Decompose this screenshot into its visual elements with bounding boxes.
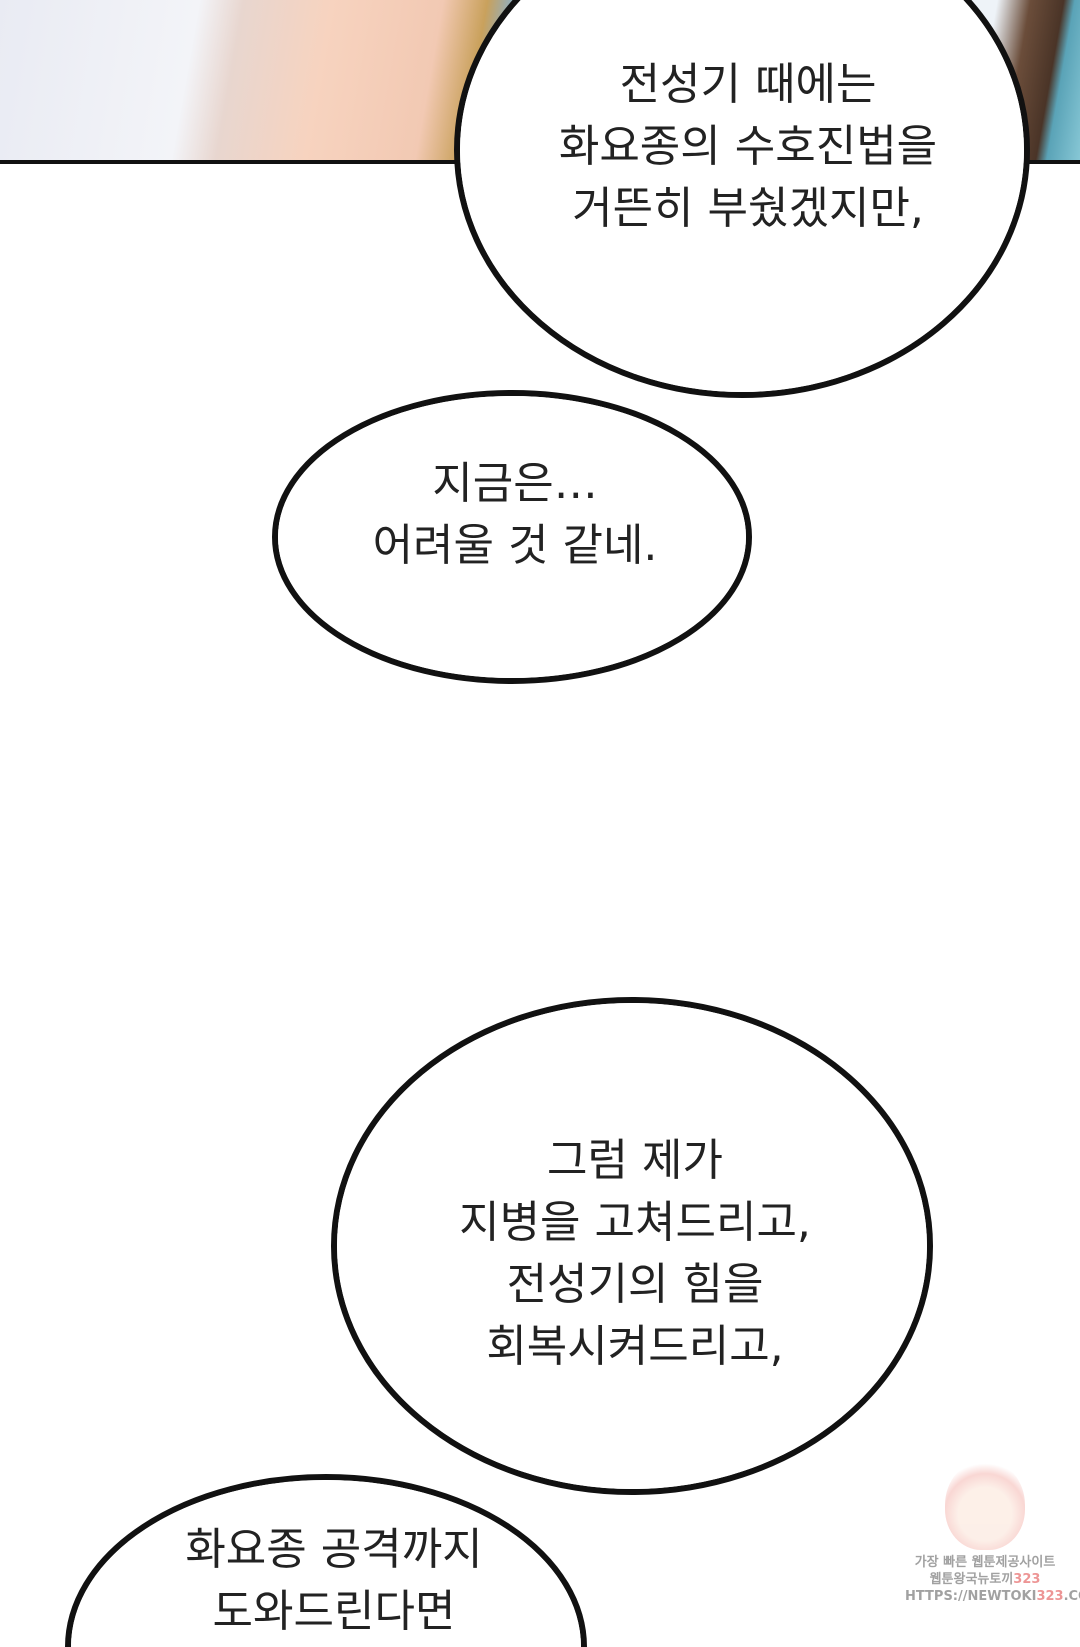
speech-bubble-3: 그럼 제가 지병을 고쳐드리고, 전성기의 힘을 회복시켜드리고, bbox=[459, 1130, 811, 1378]
bubble-text-line: 전성기의 힘을 bbox=[506, 1259, 764, 1310]
watermark-tagline: 가장 빠른 웹툰제공사이트 bbox=[914, 1555, 1056, 1570]
bubble-text-line: 전성기 때에는 bbox=[619, 59, 877, 110]
watermark-url: HTTPS://NEWTOKI323.COM bbox=[905, 1588, 1080, 1605]
watermark-url-prefix: HTTPS://NEWTOKI bbox=[905, 1589, 1037, 1604]
speech-bubble-1: 전성기 때에는 화요종의 수호진법을 거뜬히 부쉈겠지만, bbox=[559, 54, 937, 240]
watermark-url-suffix: .COM bbox=[1063, 1589, 1080, 1604]
watermark-site-number: 323 bbox=[1013, 1572, 1041, 1587]
bubble-text-line: 도와드린다면 bbox=[212, 1586, 456, 1637]
watermark-site-name: 웹툰왕국뉴토끼323 bbox=[905, 1571, 1065, 1588]
bubble-text-line: 지병을 고쳐드리고, bbox=[459, 1197, 811, 1248]
speech-bubble-2: 지금은… 어려울 것 같네. bbox=[373, 453, 658, 577]
watermark-site-text: 웹툰왕국뉴토끼 bbox=[929, 1572, 1014, 1587]
watermark-url-number: 323 bbox=[1036, 1589, 1064, 1604]
bubble-text-line: 어려울 것 같네. bbox=[372, 520, 658, 571]
bubble-text-line: 그럼 제가 bbox=[547, 1135, 723, 1186]
watermark-mascot-icon bbox=[945, 1460, 1025, 1550]
bubble-text-line: 회복시켜드리고, bbox=[486, 1321, 784, 1372]
bubble-text-line: 거뜬히 부쉈겠지만, bbox=[572, 183, 924, 234]
watermark: 가장 빠른 웹툰제공사이트 웹툰왕국뉴토끼323 HTTPS://NEWTOKI… bbox=[905, 1460, 1080, 1605]
bubble-text-line: 화요종 공격까지 bbox=[185, 1524, 483, 1575]
bubble-text-line: 지금은… bbox=[432, 458, 598, 509]
speech-bubble-4: 화요종 공격까지 도와드린다면 bbox=[185, 1519, 482, 1643]
bubble-text-line: 화요종의 수호진법을 bbox=[558, 121, 938, 172]
